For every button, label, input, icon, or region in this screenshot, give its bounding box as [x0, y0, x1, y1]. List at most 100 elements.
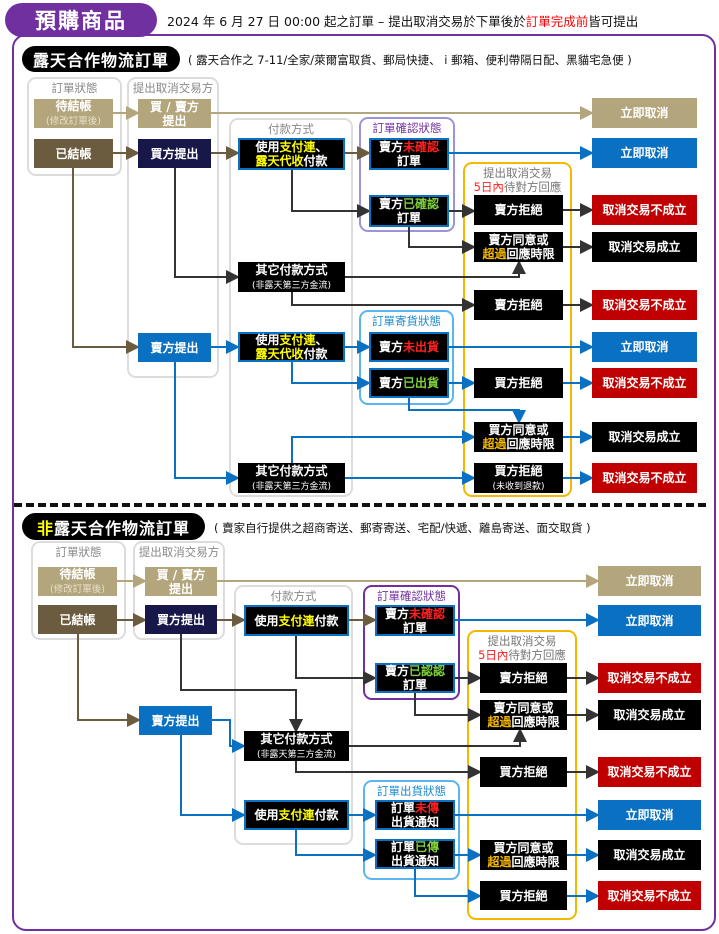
node-text: (非露天第三方金流) — [251, 280, 332, 291]
node-text: 買方同意或 — [488, 423, 549, 437]
node-s1-unship: 賣方未出貨 — [369, 332, 449, 362]
node-line: 超過回應時限 — [487, 715, 559, 729]
node-text: 其它付款方式 — [255, 463, 328, 478]
node-text: 已出貨 — [403, 376, 440, 390]
flow-arrow — [414, 693, 482, 722]
node-line: 賣方同意或 — [493, 701, 553, 715]
node-line: 提出 — [169, 582, 193, 596]
node-line: 立即取消 — [620, 146, 668, 160]
node-line: 使用支付連付款 — [254, 808, 338, 822]
node-text: 使用 — [255, 140, 280, 154]
node-line: 買方拒絕 — [499, 765, 547, 779]
node-line: 取消交易不成立 — [602, 298, 686, 312]
node-text: 賣方拒絕 — [494, 298, 543, 312]
node-line: 提出 — [162, 114, 186, 128]
node-text: 超過 — [487, 715, 512, 729]
node-text: 支付連 — [279, 140, 316, 154]
node-s1-pay-b: 使用支付連、露天代收付款 — [238, 332, 345, 362]
node-text: 提出 — [168, 581, 193, 596]
node-s1-w5: 買方同意或超過回應時限 — [474, 422, 563, 452]
node-line: 賣方拒絕 — [494, 203, 542, 217]
node-text: 已結帳 — [55, 146, 92, 161]
node-text: 賣方提出 — [150, 340, 199, 355]
group-s2-party: 提出取消交易方 — [133, 541, 225, 640]
node-text: 取消交易不成立 — [602, 203, 687, 217]
node-s2-w5: 買方拒絕 — [480, 881, 567, 910]
node-s2-r4: 取消交易成立 — [598, 700, 701, 730]
node-text: 買 / 賣方 — [150, 99, 199, 114]
node-s2-r1: 立即取消 — [598, 566, 701, 596]
node-line: 訂單 — [403, 678, 427, 692]
node-line: 已結帳 — [59, 613, 95, 627]
group-label-part: 訂單狀態 — [55, 545, 102, 559]
node-s1-r4: 取消交易成立 — [592, 232, 697, 262]
node-s2-unsent: 訂單未傳出貨通知 — [375, 800, 455, 830]
node-line: 賣方已出貨 — [379, 376, 439, 390]
node-text: 立即取消 — [625, 574, 674, 588]
node-text: 取消交易不成立 — [602, 376, 687, 390]
node-text: (未收到退款) — [492, 481, 545, 492]
node-line: 買 / 賣方 — [150, 100, 199, 114]
node-text: 賣方 — [384, 606, 409, 621]
header-text: 2024 年 6 月 27 日 00:00 起之訂單 – 提出取消交易於下單後於… — [167, 11, 638, 30]
group-s2-pay: 付款方式 — [234, 585, 353, 845]
node-s2-pending: 待結帳(修改訂單後) — [38, 567, 117, 596]
node-text: 賣方 — [378, 140, 403, 154]
node-line: (非露天第三方金流) — [252, 478, 331, 493]
node-s2-r5: 取消交易不成立 — [598, 757, 701, 787]
flow-arrow — [174, 168, 240, 284]
flow-arrow — [72, 168, 140, 354]
node-s1-other-b: 其它付款方式 (非露天第三方金流) — [238, 463, 345, 493]
flow-arrow — [295, 830, 377, 862]
flow-arrow — [408, 227, 476, 254]
node-text: 提出 — [162, 113, 187, 128]
group-s1-ship: 訂單寄貨狀態 — [359, 310, 454, 405]
node-text: 已確認 — [403, 197, 440, 211]
section2-title: 非露天合作物流訂單 — [22, 513, 205, 540]
flow-arrow — [291, 292, 476, 312]
node-line: 賣方未確認 — [385, 607, 445, 621]
node-s1-r3: 取消交易不成立 — [592, 195, 697, 225]
node-line: 賣方未確認 — [379, 140, 439, 154]
node-s2-r3: 取消交易不成立 — [598, 663, 701, 693]
node-line: 取消交易不成立 — [607, 671, 691, 685]
node-s2-w1: 賣方拒絕 — [480, 663, 567, 693]
node-text: 買方拒絕 — [499, 888, 548, 903]
node-text: 賣方提出 — [151, 713, 200, 728]
node-s1-unconf: 賣方未確認訂單 — [369, 138, 449, 170]
node-text: 訂單 — [396, 154, 421, 168]
group-label-part: 5日內 — [478, 648, 509, 662]
node-text: 買方同意或 — [493, 841, 554, 855]
node-line: 其它付款方式 — [255, 263, 327, 277]
node-s1-pay-a: 使用支付連、露天代收付款 — [238, 138, 345, 170]
node-line: 訂單已傳 — [391, 840, 439, 854]
node-text: 未出貨 — [403, 340, 440, 354]
node-text: 出貨通知 — [390, 815, 439, 829]
node-line: 買 / 賣方 — [157, 568, 206, 582]
flow-arrow — [174, 362, 240, 485]
node-line: 超過回應時限 — [482, 247, 554, 261]
node-line: 待結帳 — [55, 99, 91, 113]
node-line: 訂單未傳 — [391, 801, 439, 815]
node-text: 立即取消 — [625, 613, 674, 628]
node-text: 付款 — [303, 347, 328, 361]
node-line: 超過回應時限 — [487, 855, 559, 869]
node-line: 取消交易不成立 — [602, 471, 686, 485]
node-text: 出貨通知 — [390, 854, 439, 868]
node-line: 其它付款方式 — [255, 464, 327, 478]
node-line: 買方拒絕 — [494, 376, 542, 390]
node-text: 超過 — [482, 437, 507, 451]
node-s1-both: 買 / 賣方提出 — [138, 99, 211, 128]
node-text: 訂單 — [390, 840, 415, 854]
node-text: (非露天第三方金流) — [251, 481, 332, 492]
node-line: 取消交易不成立 — [602, 203, 686, 217]
main-frame — [12, 34, 716, 931]
node-line: 出貨通知 — [391, 854, 439, 868]
node-line: 賣方提出 — [150, 341, 198, 355]
node-s1-shipped: 賣方已出貨 — [369, 368, 449, 398]
flow-arrow — [77, 634, 141, 727]
node-text: 、 — [315, 333, 328, 347]
node-s2-other: 其它付款方式(非露天第三方金流) — [244, 731, 349, 761]
